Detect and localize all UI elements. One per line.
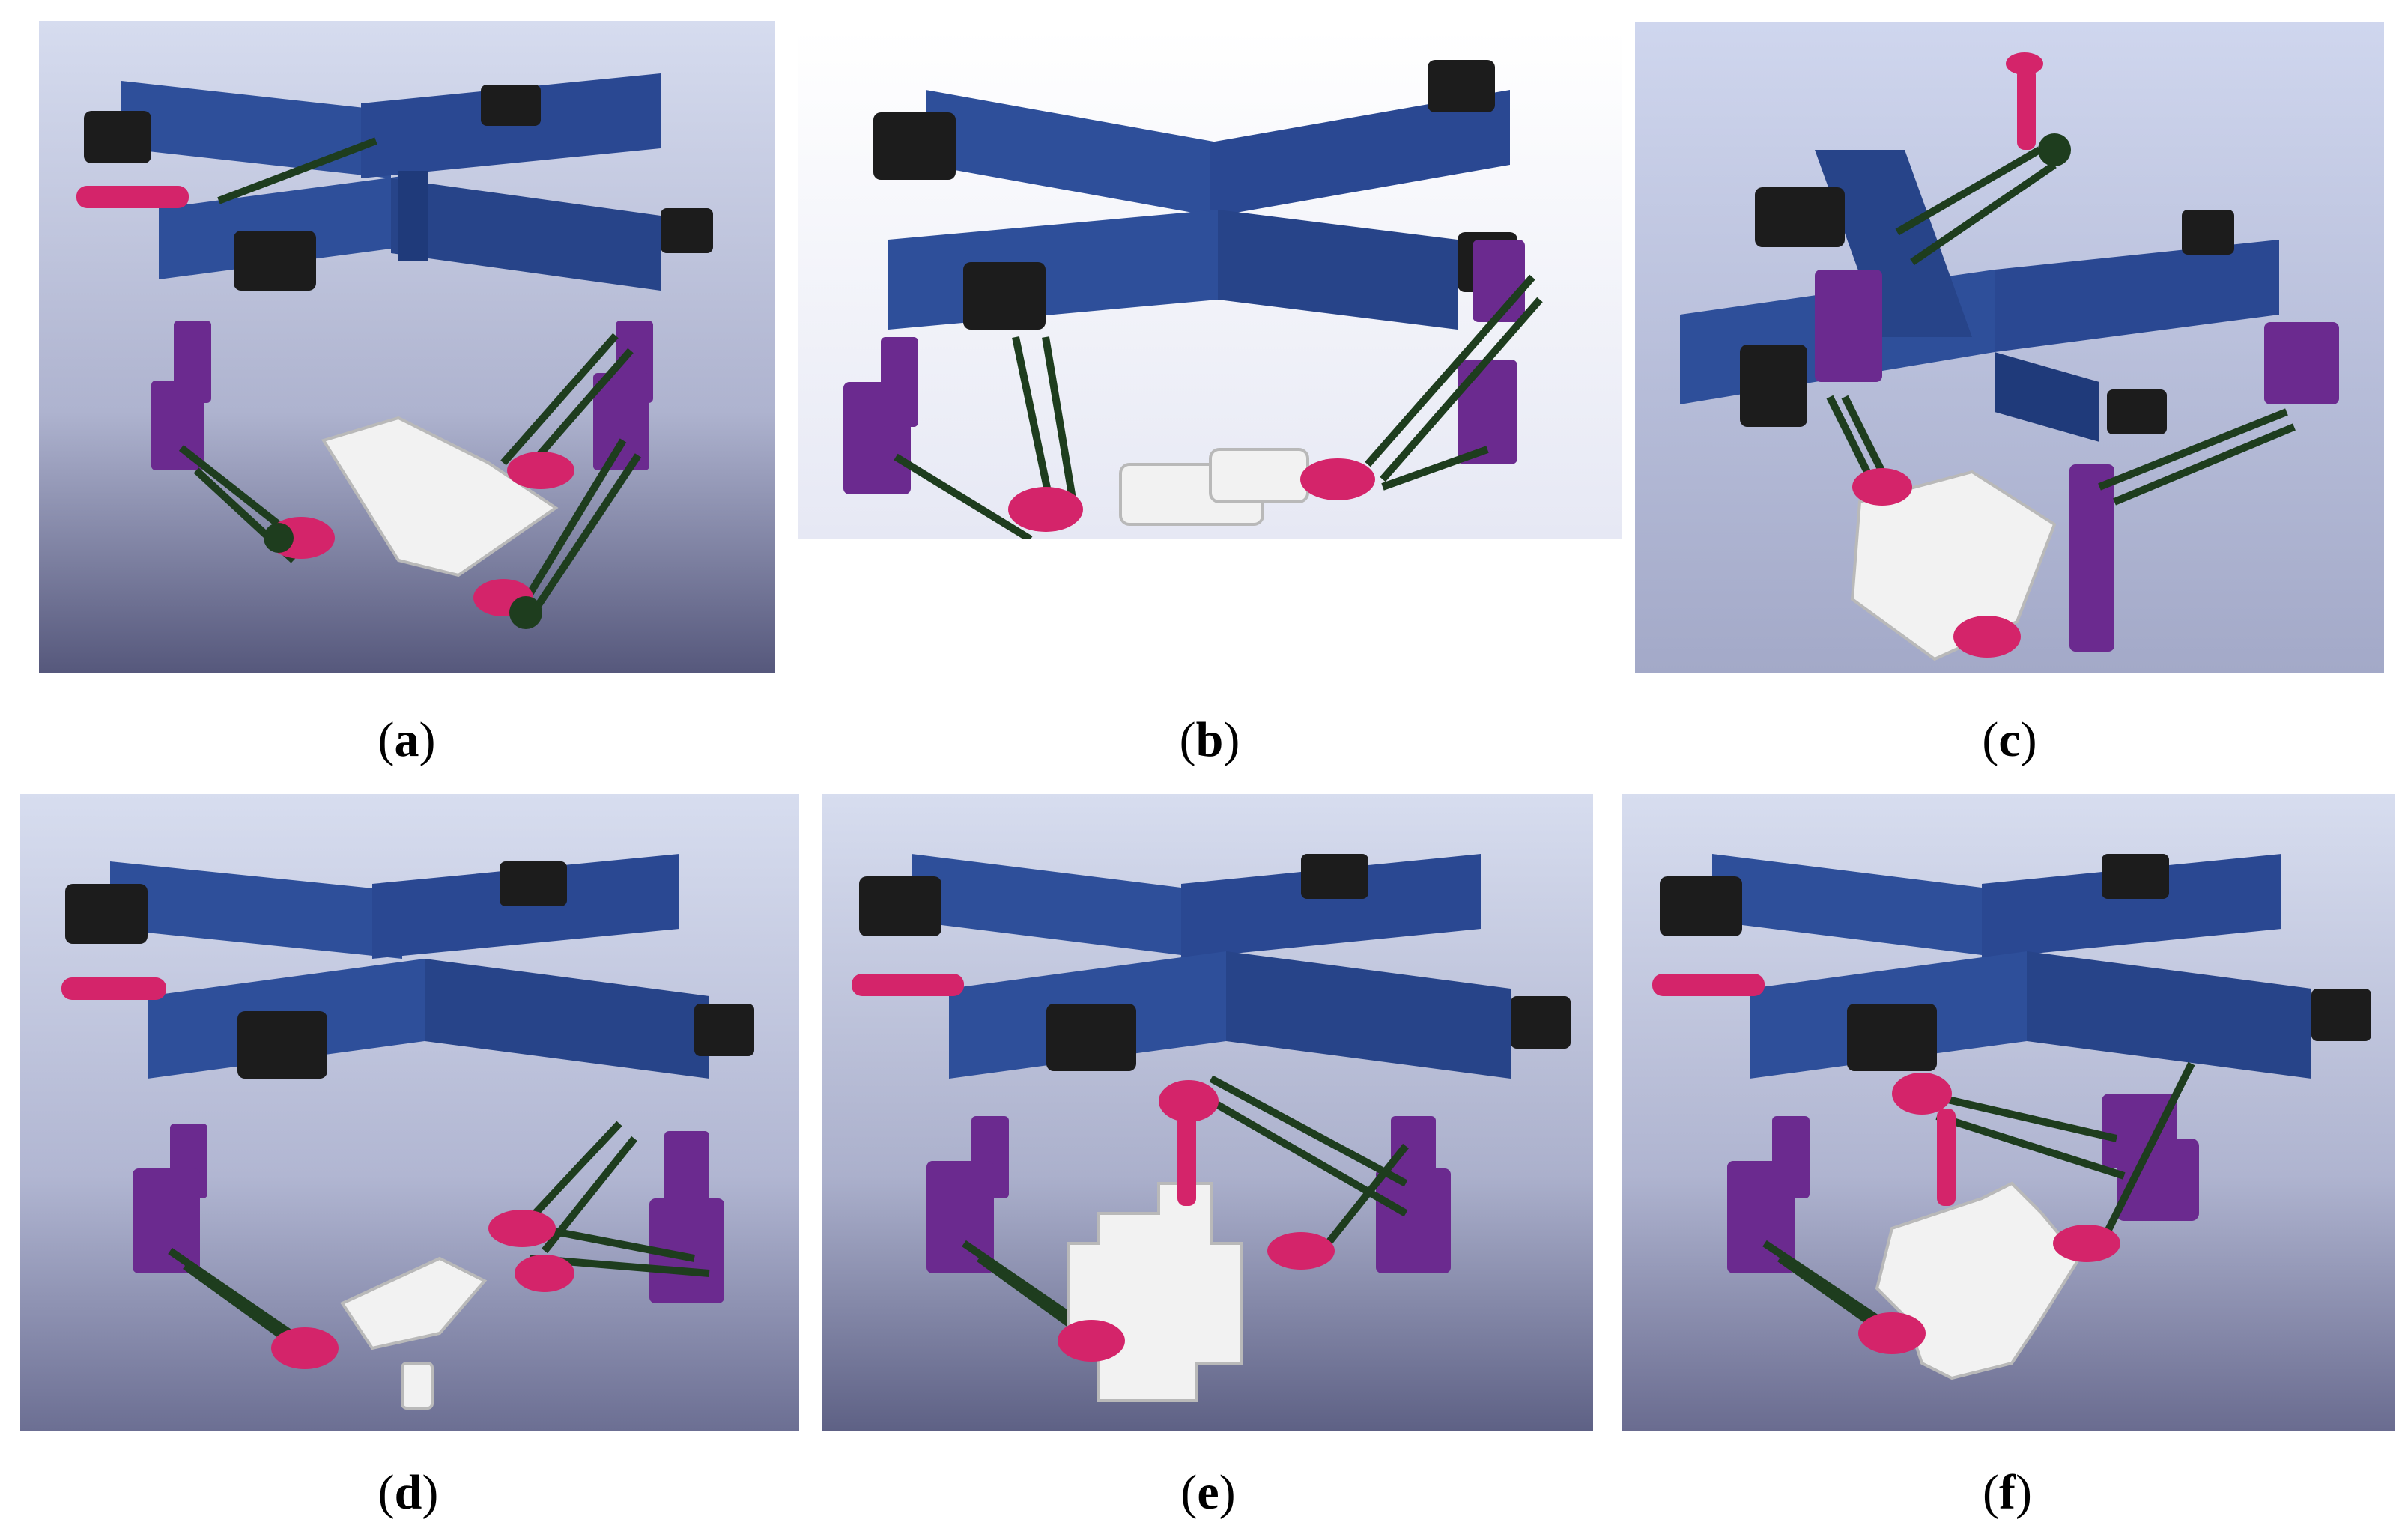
delta-robot-frame <box>121 73 661 291</box>
motors <box>1740 187 2234 434</box>
robot-render-b <box>798 30 1622 539</box>
caption-a: (a) <box>377 712 436 767</box>
motors <box>84 85 713 291</box>
upper-arms <box>926 1116 1451 1273</box>
panel-e-image <box>822 794 1593 1431</box>
end-effector-platform <box>340 1256 488 1410</box>
panel-a-image <box>39 21 775 673</box>
end-effector-platform <box>1119 448 1309 526</box>
motors <box>859 854 1571 1071</box>
caption-b: (b) <box>1179 712 1240 767</box>
panel-b-image <box>798 30 1622 539</box>
upper-arms <box>1727 1094 2199 1273</box>
upper-arms <box>843 240 1525 494</box>
joints <box>852 974 1335 1362</box>
upper-arms <box>133 1124 724 1303</box>
robot-render-c <box>1635 22 2384 673</box>
joints <box>1008 458 1375 532</box>
joints <box>1652 974 2120 1354</box>
caption-f: (f) <box>1983 1465 2032 1520</box>
end-effector-platform <box>321 416 559 577</box>
robot-render-d <box>20 794 799 1431</box>
panel-c-image <box>1635 22 2384 673</box>
joints <box>1852 52 2071 658</box>
robot-render-a <box>39 21 775 673</box>
joints <box>76 186 574 629</box>
parallel-rods <box>894 274 1543 539</box>
robot-render-f <box>1622 794 2395 1431</box>
caption-c: (c) <box>1982 712 2037 767</box>
upper-arms <box>151 321 653 470</box>
joints <box>61 977 574 1369</box>
panel-d-image <box>20 794 799 1431</box>
panel-f-image <box>1622 794 2395 1431</box>
motors <box>1660 854 2371 1071</box>
motors <box>65 861 754 1079</box>
robot-render-e <box>822 794 1593 1431</box>
upper-arms <box>1815 270 2339 652</box>
caption-d: (d) <box>377 1465 439 1520</box>
delta-robot-frame <box>1712 854 2311 1079</box>
end-effector-platform <box>1850 470 2057 661</box>
parallel-rods <box>178 137 642 615</box>
caption-e: (e) <box>1180 1465 1236 1520</box>
